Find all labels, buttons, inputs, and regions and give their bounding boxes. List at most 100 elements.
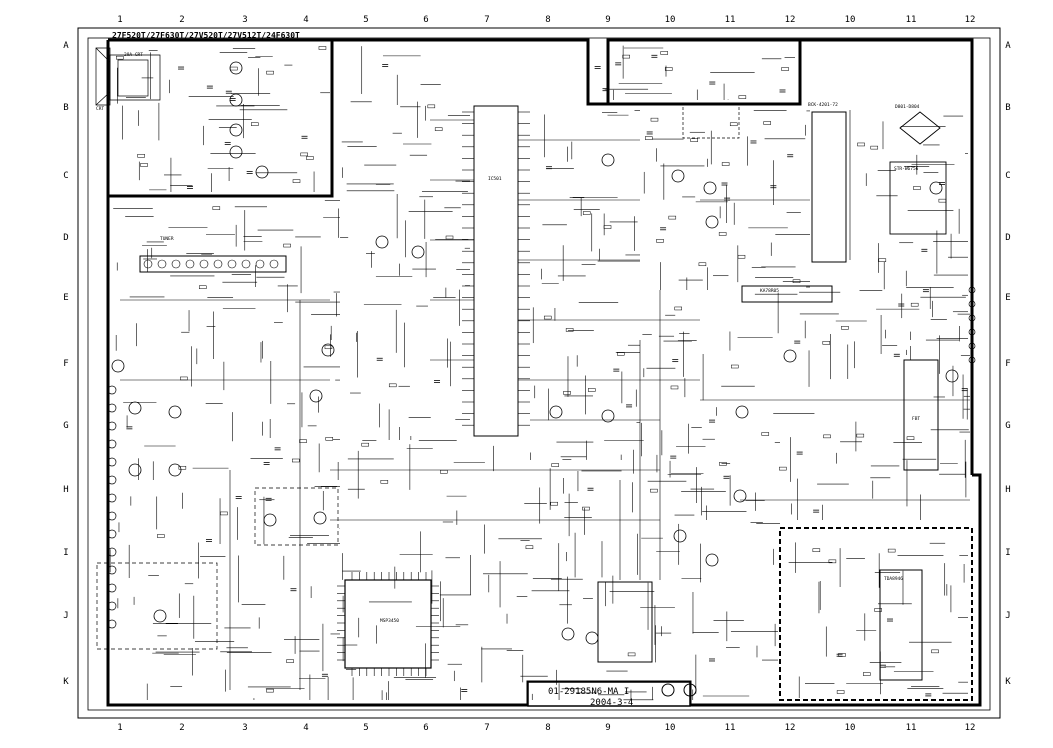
av-input-dashed: [96, 562, 218, 650]
row-label: B: [1005, 103, 1010, 113]
transistor: [255, 165, 269, 179]
model-header: 27F520T/27F630T/27V520T/27V512T/24F630T: [112, 31, 300, 40]
column-label: 1: [117, 723, 122, 733]
column-label: 12: [965, 723, 976, 733]
column-label: 2: [179, 15, 184, 25]
jack-connector: [107, 421, 117, 431]
transistor: [168, 463, 182, 477]
jack-connector: [107, 565, 117, 575]
resistor: [582, 506, 590, 511]
resistor: [650, 117, 659, 122]
column-label: 12: [785, 723, 796, 733]
resistor: [627, 652, 636, 657]
row-label: H: [1005, 485, 1010, 495]
resistor: [565, 328, 574, 332]
transistor: [313, 511, 327, 525]
switch-transformer: [811, 111, 847, 263]
tuner-pin: [269, 259, 279, 269]
resistor: [660, 51, 668, 55]
resistor: [266, 70, 274, 75]
resistor: [300, 152, 308, 157]
row-label: F: [1005, 359, 1010, 369]
column-label: 10: [665, 723, 676, 733]
resistor: [550, 501, 558, 506]
crt-sub-label: 29A CRT: [124, 52, 143, 58]
transistor: [411, 245, 425, 259]
ic-small-body: [597, 581, 653, 663]
transistor: [168, 405, 182, 419]
column-label: 3: [242, 723, 247, 733]
fbt-body: [903, 359, 939, 471]
top-center-border: [332, 38, 802, 106]
rca-jack: [683, 683, 697, 697]
outer-frame: [77, 27, 1001, 719]
resistor: [543, 315, 552, 320]
resistor: [792, 279, 801, 283]
resistor: [440, 470, 448, 474]
resistor: [763, 121, 771, 125]
row-label: G: [1005, 421, 1010, 431]
column-label: 12: [965, 15, 976, 25]
audio-ic-label: TDA8946: [884, 576, 903, 582]
tuner-pin: [199, 259, 209, 269]
resistor: [427, 104, 436, 109]
msp-ic-pins: [337, 572, 439, 676]
column-label: 6: [423, 15, 428, 25]
column-label: 9: [605, 15, 610, 25]
rca-jack: [661, 683, 675, 697]
row-label: A: [1005, 41, 1011, 51]
resistor: [645, 136, 653, 140]
transistor: [229, 123, 243, 137]
resistor: [286, 659, 294, 663]
column-label: 10: [845, 723, 856, 733]
column-label: 9: [605, 723, 610, 733]
transistor: [549, 405, 563, 419]
column-label: 5: [363, 15, 368, 25]
connector-pin: [968, 356, 976, 364]
connector-pin: [968, 300, 976, 308]
column-label: 2: [179, 723, 184, 733]
transistor: [128, 463, 142, 477]
resistor: [870, 145, 879, 150]
resistor: [857, 142, 865, 147]
power-ic-body: [889, 161, 947, 235]
resistor: [318, 46, 327, 50]
transistor: [111, 359, 125, 373]
resistor: [198, 285, 207, 289]
resistor: [731, 364, 739, 369]
discrete-parts: [107, 46, 976, 697]
resistor: [292, 458, 300, 463]
resistor: [761, 432, 770, 436]
row-label: B: [63, 103, 68, 113]
resistor: [434, 127, 443, 131]
transistor: [703, 181, 717, 195]
resistor: [650, 488, 658, 493]
resistor: [913, 186, 921, 190]
bridge-rectifier: [899, 111, 941, 145]
resistor: [388, 383, 397, 388]
resistor: [324, 345, 333, 350]
resistor: [718, 232, 727, 236]
resistor: [656, 239, 664, 243]
row-label: G: [63, 421, 68, 431]
resistor: [938, 198, 947, 203]
jack-connector: [107, 583, 117, 593]
resistor: [266, 688, 274, 693]
resistor: [325, 437, 334, 441]
resistor: [856, 433, 865, 438]
drawing-date: 2004-3-4: [590, 698, 633, 708]
column-label: 11: [906, 723, 917, 733]
jack-connector: [107, 439, 117, 449]
transistor: [735, 405, 749, 419]
resistor: [563, 391, 571, 395]
row-label: D: [1005, 233, 1010, 243]
resistor: [823, 434, 831, 439]
column-label: 3: [242, 15, 247, 25]
resistor: [603, 225, 612, 229]
column-label: 11: [725, 723, 736, 733]
resistor: [779, 466, 787, 471]
row-label: I: [63, 548, 68, 558]
